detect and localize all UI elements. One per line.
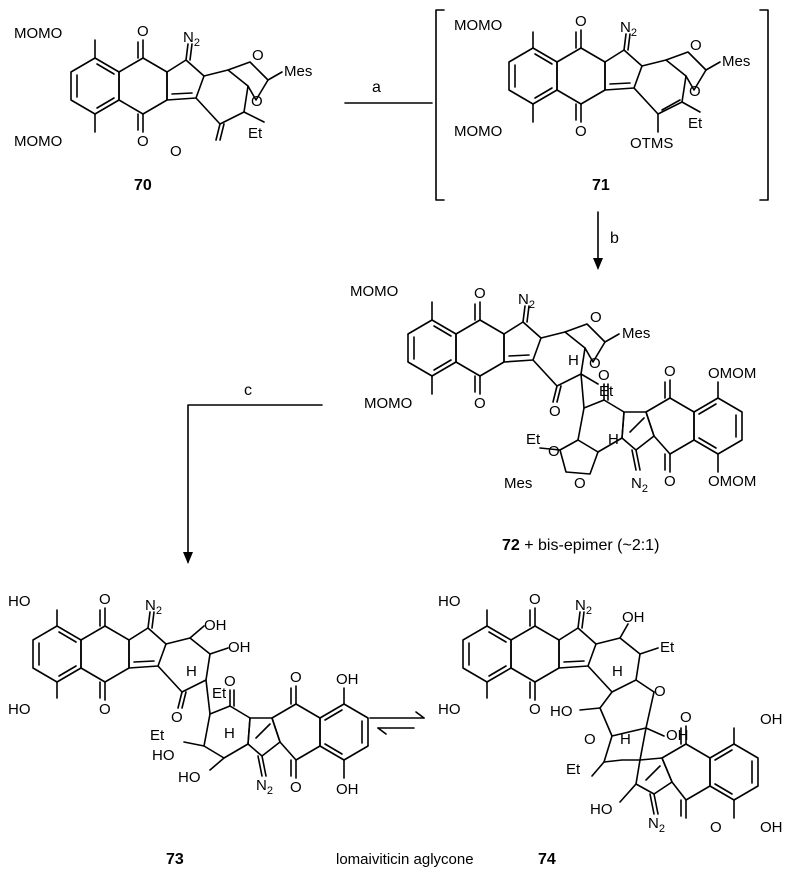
oxygen-label: O (529, 591, 541, 608)
oxygen-label: O (690, 37, 702, 54)
diazo-label: N2 (620, 19, 637, 39)
oxygen-label: O (548, 443, 560, 460)
diazo-label: N2 (256, 777, 273, 797)
oxygen-label: O (598, 367, 610, 384)
compound-70-structure: MOMO MOMO O O N2 O O Mes Et O 70 (14, 23, 312, 194)
hydrogen-label: H (620, 731, 631, 748)
oxygen-label: O (584, 731, 596, 748)
ethyl-label: Et (688, 115, 703, 132)
omom-label: OMOM (708, 365, 756, 382)
compound-71-label: 71 (592, 177, 610, 194)
oxygen-label: O (170, 143, 182, 160)
mes-label: Mes (722, 53, 750, 70)
oxygen-label: O (590, 309, 602, 326)
oxygen-label: O (689, 83, 701, 100)
ethyl-label: Et (599, 383, 614, 400)
oxygen-label: O (290, 779, 302, 796)
hydroxyl-label: OH (204, 617, 227, 634)
hydrogen-label: H (224, 725, 235, 742)
omom-label: OMOM (708, 473, 756, 490)
hydroxyl-label: HO (178, 769, 201, 786)
oxygen-label: O (474, 285, 486, 302)
hydroxyl-label: HO (152, 747, 175, 764)
oxygen-label: O (549, 403, 561, 420)
oxygen-label: O (137, 23, 149, 40)
diazo-label: N2 (631, 475, 648, 495)
momo-label: MOMO (350, 283, 398, 300)
diazo-label: N2 (518, 291, 535, 311)
reaction-arrow-c (187, 404, 323, 563)
oxygen-label: O (99, 701, 111, 718)
oxygen-label: O (252, 47, 264, 64)
ethyl-label: Et (212, 685, 227, 702)
momo-label: MOMO (454, 123, 502, 140)
equilibrium-arrow (369, 711, 425, 735)
compound-72-structure: MOMO MOMO O O N2 O O Mes H Et O O Et H O… (350, 283, 756, 554)
oxygen-label: O (224, 673, 236, 690)
oxygen-label: O (99, 591, 111, 608)
oxygen-label: O (575, 123, 587, 140)
mes-label: Mes (284, 63, 312, 80)
momo-label: MOMO (14, 133, 62, 150)
hydrogen-label: H (186, 663, 197, 680)
momo-label: MOMO (14, 25, 62, 42)
oxygen-label: O (654, 683, 666, 700)
oxygen-label: O (251, 93, 263, 110)
oxygen-label: O (664, 473, 676, 490)
diazo-label: N2 (575, 597, 592, 617)
ethyl-label: Et (566, 761, 581, 778)
oxygen-label: O (710, 819, 722, 836)
oxygen-label: O (575, 13, 587, 30)
hydroxyl-label: OH (336, 671, 359, 688)
hydroxyl-label: OH (760, 711, 783, 728)
hydroxyl-label: HO (8, 593, 31, 610)
hydrogen-label: H (612, 663, 623, 680)
oxygen-label: O (529, 701, 541, 718)
oxygen-label: O (680, 709, 692, 726)
compound-73-label: 73 (166, 851, 184, 868)
hydroxyl-label: OH (228, 639, 251, 656)
hydroxyl-label: OH (622, 609, 645, 626)
ethyl-label: Et (526, 431, 541, 448)
momo-label: MOMO (364, 395, 412, 412)
ethyl-label: Et (150, 727, 165, 744)
hydrogen-label: H (608, 431, 619, 448)
scheme-caption: lomaiviticin aglycone (336, 851, 474, 868)
hydrogen-label: H (568, 352, 579, 369)
reagent-c-label: c (244, 382, 252, 399)
compound-73-structure: HO HO O O N2 OH OH H Et O O Et H HO HO N… (8, 591, 369, 868)
hydroxyl-label: HO (550, 703, 573, 720)
hydroxyl-label: HO (590, 801, 613, 818)
oxygen-label: O (171, 709, 183, 726)
hydroxyl-label: HO (438, 701, 461, 718)
oxygen-label: O (574, 475, 586, 492)
ethyl-label: Et (660, 639, 675, 656)
hydroxyl-label: OH (666, 727, 689, 744)
oxygen-label: O (664, 363, 676, 380)
compound-74-structure: HO HO O O N2 OH Et H O HO H OH O Et HO N… (438, 591, 783, 868)
compound-71-structure: MOMO MOMO O O N2 O O Mes Et OTMS 71 (435, 9, 769, 201)
hydroxyl-label: OH (760, 819, 783, 836)
diazo-label: N2 (145, 597, 162, 617)
oxygen-label: O (589, 355, 601, 372)
otms-label: OTMS (630, 135, 673, 152)
momo-label: MOMO (454, 17, 502, 34)
oxygen-label: O (474, 395, 486, 412)
mes-label: Mes (504, 475, 532, 492)
diazo-label: N2 (648, 815, 665, 835)
reagent-a-label: a (372, 79, 381, 96)
hydroxyl-label: HO (8, 701, 31, 718)
hydroxyl-label: OH (336, 781, 359, 798)
diazo-label: N2 (183, 29, 200, 49)
oxygen-label: O (137, 133, 149, 150)
ethyl-label: Et (248, 125, 263, 142)
compound-70-label: 70 (134, 177, 152, 194)
oxygen-label: O (290, 669, 302, 686)
reagent-b-label: b (610, 230, 619, 247)
hydroxyl-label: HO (438, 593, 461, 610)
mes-label: Mes (622, 325, 650, 342)
compound-74-label: 74 (538, 851, 556, 868)
compound-72-label: 72 + bis-epimer (~2:1) (502, 537, 659, 554)
